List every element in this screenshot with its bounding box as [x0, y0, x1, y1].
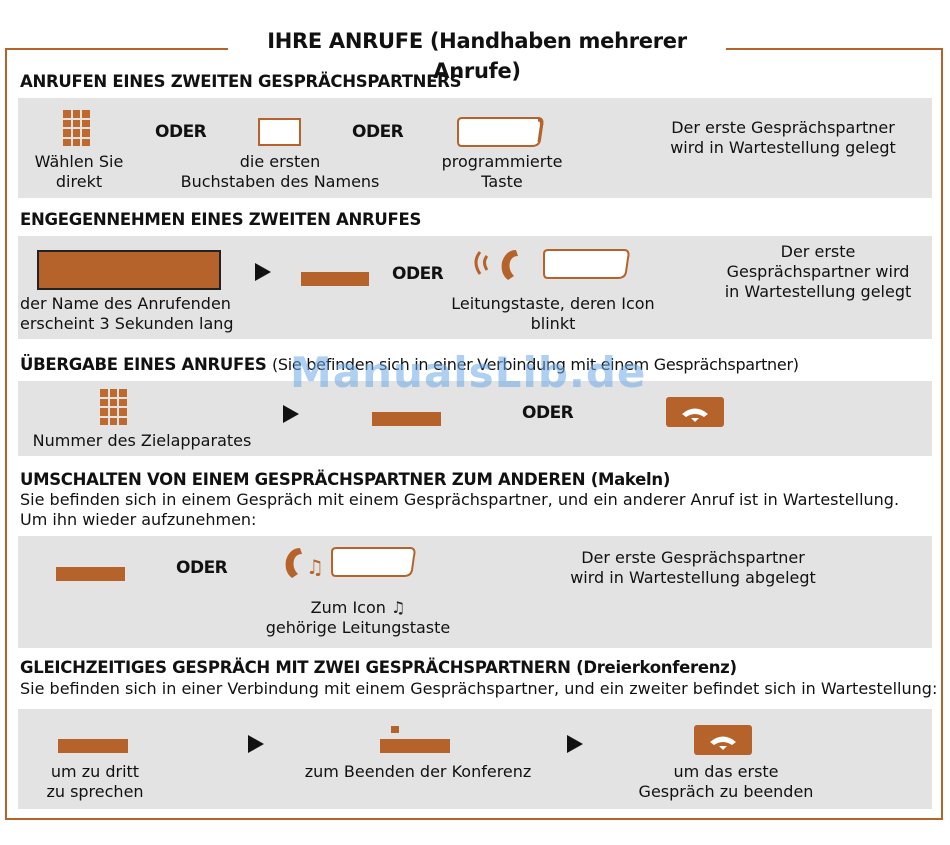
arrow-right-icon	[255, 263, 271, 281]
or-label: ODER	[176, 558, 228, 578]
line-key-icon	[301, 272, 369, 286]
section-title-transfer: ÜBERGABE EINES ANRUFES (Sie befinden sic…	[20, 355, 799, 374]
section-subtitle: (Sie befinden sich in einer Verbindung m…	[271, 355, 799, 374]
keypad-icon	[100, 389, 127, 425]
page-title: IHRE ANRUFE (Handhaben mehrerer Anrufe)	[228, 26, 726, 83]
intro-text: Um ihn wieder aufzunehmen:	[20, 510, 257, 529]
label-icon-key: Zum Icon ♫ gehörige Leitungstaste	[265, 598, 451, 637]
arrow-right-icon	[283, 405, 299, 423]
label-end-conference: zum Beenden der Konferenz	[304, 762, 532, 781]
panel-transfer: Nummer des Zielapparates ODER	[18, 381, 932, 456]
intro-text: Sie befinden sich in einem Gespräch mit …	[20, 490, 900, 509]
section-title-second-call: ANRUFEN EINES ZWEITEN GESPRÄCHSPARTNERS	[20, 72, 462, 91]
arrow-right-icon	[248, 735, 264, 753]
key-indicator	[391, 726, 399, 733]
intro-text: Sie befinden sich in einer Verbindung mi…	[20, 679, 938, 698]
section-title-conference: GLEICHZEITIGES GESPRÄCH MIT ZWEI GESPRÄC…	[20, 658, 737, 677]
or-label: ODER	[522, 403, 574, 423]
music-handset-icon: ♫	[285, 547, 416, 579]
panel-toggle: ODER ♫ Zum Icon ♫ gehörige Leitungstaste…	[18, 536, 932, 648]
section-title-toggle: UMSCHALTEN VON EINEM GESPRÄCHSPARTNER ZU…	[20, 470, 671, 489]
display-icon	[37, 250, 221, 290]
keypad-icon	[63, 110, 90, 146]
line-key-icon	[372, 412, 441, 426]
key-icon	[258, 118, 301, 146]
programmed-key-icon	[457, 117, 544, 147]
ringing-handset-icon	[474, 249, 630, 280]
or-label: ODER	[155, 122, 207, 142]
line-key-icon	[380, 739, 450, 753]
arrow-right-icon	[567, 735, 583, 753]
section-title-answer-second: ENGEGENNEHMEN EINES ZWEITEN ANRUFES	[20, 210, 422, 229]
music-handset-icon: ♫	[390, 598, 406, 617]
hangup-icon	[694, 725, 752, 755]
svg-text:♫: ♫	[306, 555, 324, 579]
line-key-icon	[56, 567, 125, 581]
or-label: ODER	[352, 122, 404, 142]
line-key-icon	[58, 739, 128, 753]
label-target-number: Nummer des Zielapparates	[32, 431, 252, 450]
hangup-icon	[666, 397, 724, 427]
or-label: ODER	[392, 264, 444, 284]
